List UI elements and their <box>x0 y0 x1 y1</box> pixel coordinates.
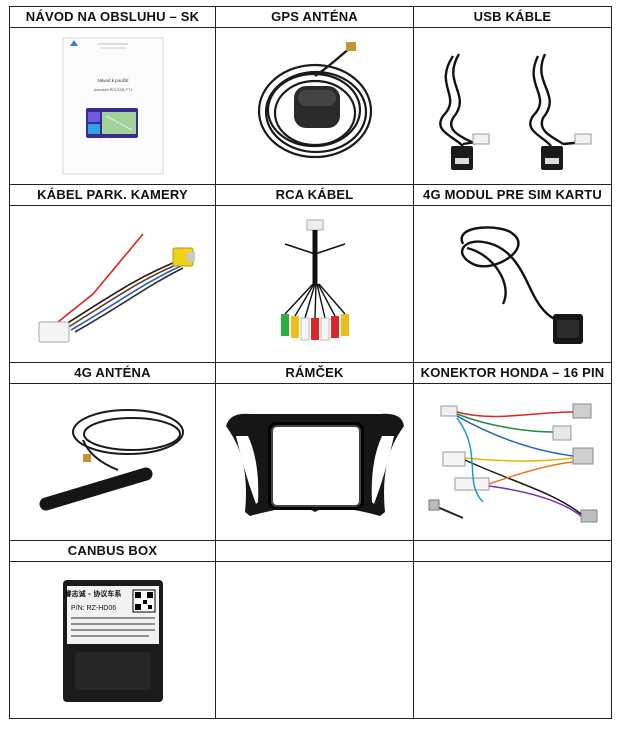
item-image-manual: Návod k použití Autorádio ROUTAB, FT1 <box>9 27 216 185</box>
item-label-rca-cable: RCA KÁBEL <box>215 184 414 206</box>
camera-cable-icon <box>38 233 195 343</box>
connector-icon <box>428 403 597 523</box>
item-label-4g-antenna: 4G ANTÉNA <box>9 362 216 384</box>
item-image-usb-cables <box>413 27 612 185</box>
manual-title: Návod k použití <box>97 78 129 83</box>
item-label-frame: RÁMČEK <box>215 362 414 384</box>
frame-icon <box>225 413 404 516</box>
item-label-empty-1 <box>215 540 414 562</box>
item-label-gps-antenna: GPS ANTÉNA <box>215 6 414 28</box>
rca-cable-icon <box>280 219 349 341</box>
canbus-part-number: P/N: RZ-HD06 <box>71 605 116 612</box>
gps-antenna-icon <box>257 42 372 159</box>
item-image-sim-module <box>413 205 612 363</box>
item-label-camera-cable: KÁBEL PARK. KAMERY <box>9 184 216 206</box>
item-label-canbus-box: CANBUS BOX <box>9 540 216 562</box>
item-label-manual: NÁVOD NA OBSLUHU – SK <box>9 6 216 28</box>
sim-module-icon <box>460 226 583 344</box>
manual-subtitle: Autorádio ROUTAB, FT1 <box>93 88 132 92</box>
item-image-4g-antenna <box>9 383 216 541</box>
item-image-camera-cable <box>9 205 216 363</box>
item-image-gps-antenna <box>215 27 414 185</box>
4g-antenna-icon <box>39 409 184 511</box>
canbus-brand: 睿志诚 - 协议车系 <box>64 589 121 598</box>
item-image-frame <box>215 383 414 541</box>
item-image-rca-cable <box>215 205 414 363</box>
item-label-sim-module: 4G MODUL PRE SIM KARTU <box>413 184 612 206</box>
item-image-honda-connector <box>413 383 612 541</box>
item-label-empty-2 <box>413 540 612 562</box>
manual-icon: Návod k použití Autorádio ROUTAB, FT1 <box>62 37 163 175</box>
canbus-box-icon: 睿志诚 - 协议车系 P/N: RZ-HD06 <box>62 580 163 702</box>
usb-cable-icon <box>438 53 591 170</box>
item-label-usb-cables: USB KÁBLE <box>413 6 612 28</box>
item-image-canbus-box: 睿志诚 - 协议车系 P/N: RZ-HD06 <box>9 561 216 719</box>
item-image-empty-2 <box>413 561 612 719</box>
accessories-table: NÁVOD NA OBSLUHU – SK GPS ANTÉNA USB KÁB… <box>9 6 612 719</box>
item-label-honda-connector: KONEKTOR HONDA – 16 PIN <box>413 362 612 384</box>
item-image-empty-1 <box>215 561 414 719</box>
